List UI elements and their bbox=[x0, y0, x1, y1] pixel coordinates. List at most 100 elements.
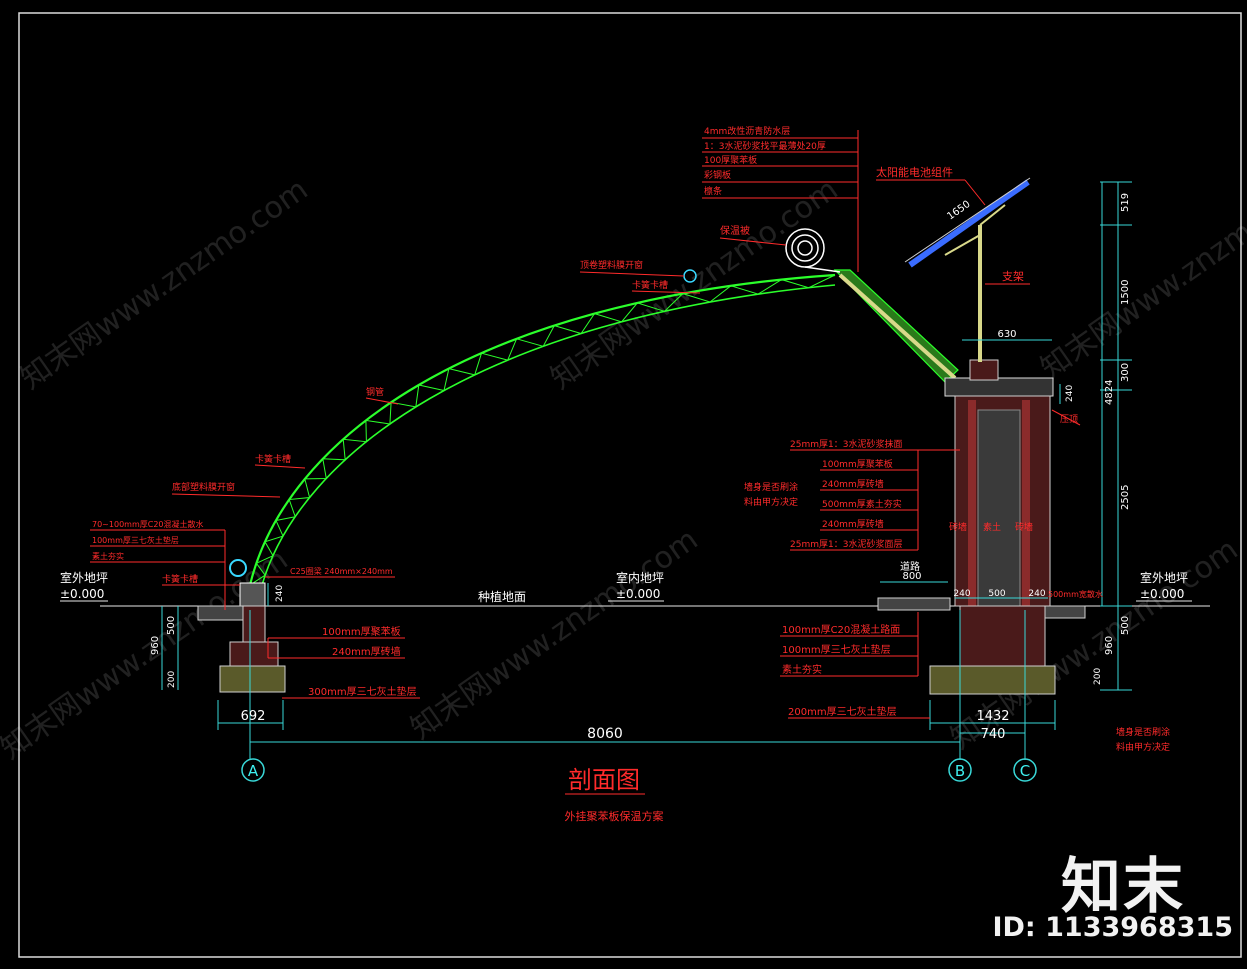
wall-layer-3: 240mm厚砖墙 bbox=[822, 478, 884, 490]
level-markers: 室外地坪 ±0.000 室内地坪 ±0.000 室外地坪 ±0.000 种植地面 bbox=[60, 570, 1192, 604]
axis-a-label: A bbox=[248, 762, 259, 780]
roof-layers-callout: 4mm改性沥青防水层 1：3水泥砂浆找平最薄处20厚 100厚聚苯板 彩钢板 檩… bbox=[702, 125, 859, 272]
scatter-water-label: 500mm宽散水 bbox=[1048, 589, 1103, 599]
dim-below-grade-left: 960 bbox=[150, 636, 161, 655]
wall-layer-1: 25mm厚1：3水泥砂浆抹面 bbox=[790, 438, 902, 450]
axis-b-label: B bbox=[955, 762, 965, 780]
outdoor-level-right: ±0.000 bbox=[1140, 587, 1184, 601]
wall-layer-2: 100mm厚聚苯板 bbox=[822, 458, 893, 470]
left-foundation-layer-3: 素土夯实 bbox=[92, 551, 124, 561]
road-slab bbox=[877, 597, 951, 611]
planting-ground: 种植地面 bbox=[478, 589, 526, 604]
drawing-id: ID: 1133968315 bbox=[992, 912, 1233, 943]
dim-beam-240-right: 240 bbox=[1065, 385, 1075, 402]
dim-wall-240b: 240 bbox=[1028, 589, 1045, 599]
solar-panel bbox=[904, 177, 1031, 362]
watermark-5: 知末网www.znzmo.com bbox=[405, 522, 705, 747]
dim-left-footing: 692 bbox=[241, 709, 266, 724]
wall-inner-brick-1: 砖墙 bbox=[949, 521, 967, 533]
dim-axis-bc: 740 bbox=[981, 727, 1006, 742]
dim-depth-500-right: 500 bbox=[1120, 616, 1131, 635]
bottom-film-mech-label: 底部塑料膜开窗 bbox=[172, 481, 235, 493]
dim-beam-240-left: 240 bbox=[275, 585, 285, 602]
left-base-layer-1: 100mm厚聚苯板 bbox=[322, 625, 401, 638]
dim-top-width: 630 bbox=[997, 329, 1016, 340]
wall-layer-6: 25mm厚1：3水泥砂浆面层 bbox=[790, 538, 902, 550]
scatter-slab bbox=[1044, 605, 1086, 619]
road-layer-4: 200mm厚三七灰土垫层 bbox=[788, 705, 897, 718]
wall-note-a: 墙身是否刷涂 bbox=[744, 481, 798, 493]
drawing-frame bbox=[18, 12, 1242, 958]
dim-height-total: 4824 bbox=[1104, 380, 1115, 405]
dim-depth-200-right: 200 bbox=[1093, 668, 1103, 685]
steel-pipe-label: 钢管 bbox=[366, 386, 384, 398]
arched-truss bbox=[248, 269, 959, 586]
indoor-level: ±0.000 bbox=[616, 587, 660, 601]
dim-right-footing: 1432 bbox=[976, 709, 1009, 724]
wall-note-b: 料由甲方决定 bbox=[744, 496, 798, 508]
bracket-label: 支架 bbox=[1002, 270, 1024, 283]
road-label: 道路 bbox=[900, 560, 920, 573]
axis-markers: A B C bbox=[241, 758, 1037, 782]
left-base-layer-3: 300mm厚三七灰土垫层 bbox=[308, 685, 417, 698]
left-foundation-layer-1: 70~100mm厚C20混凝土散水 bbox=[92, 519, 204, 529]
dim-span-total: 8060 bbox=[587, 726, 623, 742]
dim-wall-height: 2505 bbox=[1120, 485, 1131, 510]
roof-layer-5: 檩条 bbox=[704, 185, 722, 197]
roof-layer-3: 100厚聚苯板 bbox=[704, 154, 757, 166]
clamp-slot-mid-label: 卡簧卡槽 bbox=[255, 453, 291, 465]
outdoor-ground-right: 室外地坪 bbox=[1140, 570, 1188, 585]
dim-wall-500: 500 bbox=[988, 589, 1005, 599]
insulation-quilt-label: 保温被 bbox=[720, 224, 750, 237]
drawing-subtitle: 外挂聚苯板保温方案 bbox=[565, 809, 664, 823]
clamp-slot-top-label: 卡簧卡槽 bbox=[632, 279, 668, 291]
watermark-2: 知末网www.znzmo.com bbox=[545, 172, 845, 397]
south-foundation bbox=[197, 582, 286, 693]
road-layer-3: 素土夯实 bbox=[782, 663, 822, 676]
watermark-3: 知末网www.znzmo.com bbox=[1035, 162, 1247, 387]
axis-c-label: C bbox=[1020, 762, 1030, 780]
side-note-a: 墙身是否刷涂 bbox=[1116, 726, 1170, 738]
dim-panel-height: 519 bbox=[1120, 193, 1131, 212]
north-wall bbox=[929, 359, 1056, 695]
dim-depth-500-left: 500 bbox=[166, 616, 177, 635]
wall-inner-brick-2: 砖墙 bbox=[1015, 521, 1033, 533]
left-foundation-callout: 70~100mm厚C20混凝土散水 100mm厚三七灰土垫层 素土夯实 bbox=[90, 519, 226, 610]
left-base-callout: 100mm厚聚苯板 240mm厚砖墙 300mm厚三七灰土垫层 bbox=[267, 625, 420, 699]
clamp-slot-low-label: 卡簧卡槽 bbox=[162, 573, 198, 585]
roof-layer-1: 4mm改性沥青防水层 bbox=[704, 125, 790, 137]
outdoor-ground-left: 室外地坪 bbox=[60, 570, 108, 585]
left-foundation-layer-2: 100mm厚三七灰土垫层 bbox=[92, 535, 179, 545]
dimension-lines bbox=[161, 181, 1132, 760]
left-base-layer-2: 240mm厚砖墙 bbox=[332, 645, 401, 658]
dim-wall-240a: 240 bbox=[953, 589, 970, 599]
roof-layer-2: 1：3水泥砂浆找平最薄处20厚 bbox=[704, 140, 826, 152]
watermarks: 知末网www.znzmo.com 知末网www.znzmo.com 知末网www… bbox=[0, 162, 1247, 767]
dim-parapet-height: 300 bbox=[1120, 363, 1131, 382]
roof-layer-4: 彩钢板 bbox=[704, 169, 731, 181]
side-note-b: 料由甲方决定 bbox=[1116, 741, 1170, 753]
watermark-1: 知末网www.znzmo.com bbox=[15, 172, 315, 397]
brand-logo: 知末 bbox=[1061, 852, 1185, 922]
top-film-mech-label: 顶卷塑料膜开窗 bbox=[580, 259, 643, 271]
c25-ring-beam-label: C25圈梁 240mm×240mm bbox=[290, 567, 393, 576]
dim-below-grade-right: 960 bbox=[1104, 636, 1115, 655]
drawing-title: 剖面图 bbox=[568, 766, 640, 794]
road-layer-2: 100mm厚三七灰土垫层 bbox=[782, 643, 891, 656]
road-layer-1: 100mm厚C20混凝土路面 bbox=[782, 623, 900, 636]
roof-labels: 太阳能电池组件 支架 保温被 顶卷塑料膜开窗 卡簧卡槽 钢管 卡簧卡槽 底部塑料… bbox=[162, 165, 1030, 586]
outdoor-level-left: ±0.000 bbox=[60, 587, 104, 601]
bottom-film-roller-icon bbox=[229, 559, 247, 577]
dim-depth-200-left: 200 bbox=[167, 671, 177, 688]
wall-layer-5: 240mm厚砖墙 bbox=[822, 518, 884, 530]
solar-module-label: 太阳能电池组件 bbox=[876, 165, 953, 179]
wall-layer-4: 500mm厚素土夯实 bbox=[822, 498, 902, 510]
right-road-callout: 道路 100mm厚C20混凝土路面 100mm厚三七灰土垫层 素土夯实 200m… bbox=[780, 560, 1170, 753]
insulation-roll-icon bbox=[785, 228, 841, 273]
dim-road-width: 800 bbox=[902, 571, 921, 582]
wall-layers-callout: 25mm厚1：3水泥砂浆抹面 100mm厚聚苯板 240mm厚砖墙 500mm厚… bbox=[744, 409, 1081, 551]
wall-inner-soil: 素土 bbox=[983, 521, 1001, 533]
dim-bracket-height: 1500 bbox=[1120, 280, 1131, 305]
indoor-ground: 室内地坪 bbox=[616, 570, 664, 585]
